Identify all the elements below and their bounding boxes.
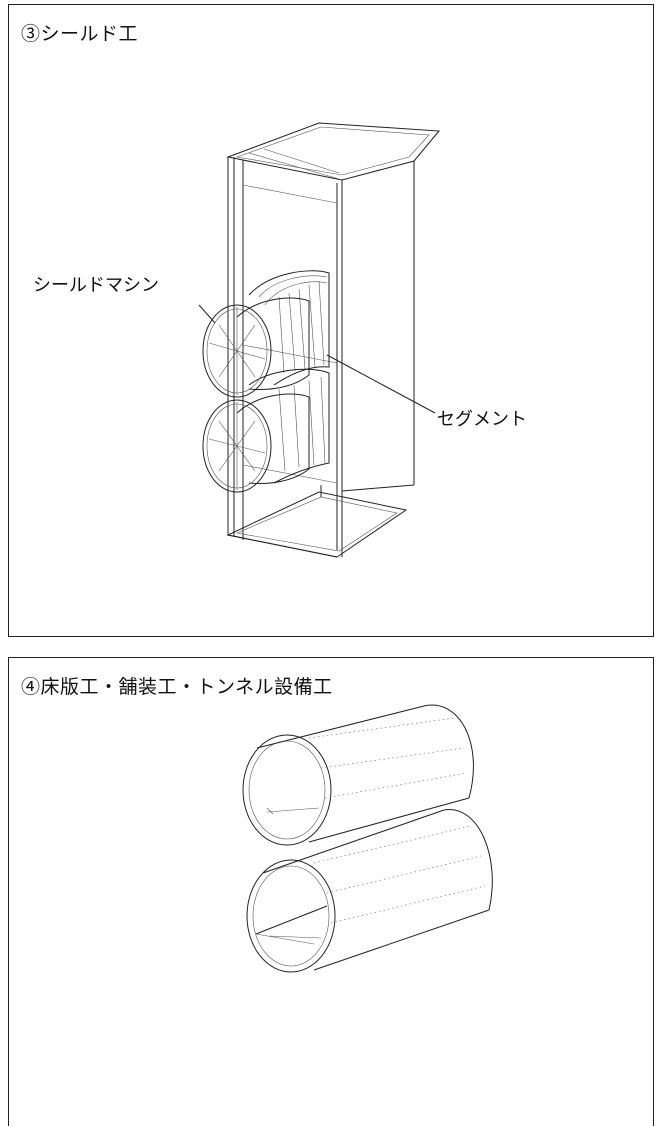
tunnel-diagram bbox=[242, 704, 493, 973]
panel-deck-paving-equipment: ④床版工・舗装工・トンネル設備工 bbox=[8, 657, 654, 1126]
panel-title: ③シールド工 bbox=[21, 23, 139, 45]
shaft-structure bbox=[226, 122, 441, 558]
segment-leader bbox=[326, 354, 436, 414]
shield-machine-callout: シールドマシン bbox=[33, 275, 159, 296]
panel-title: ④床版工・舗装工・トンネル設備工 bbox=[21, 676, 333, 698]
shield-machine-leader bbox=[198, 304, 216, 324]
panel-shield-work: ③シールド工 bbox=[8, 4, 654, 637]
shield-work-diagram bbox=[198, 122, 441, 558]
upper-tunnel-tube bbox=[242, 704, 474, 846]
lower-tunnel-tube bbox=[246, 809, 493, 973]
shield-machines bbox=[202, 297, 310, 493]
segment-rings bbox=[248, 270, 330, 484]
segment-callout: セグメント bbox=[437, 409, 527, 430]
